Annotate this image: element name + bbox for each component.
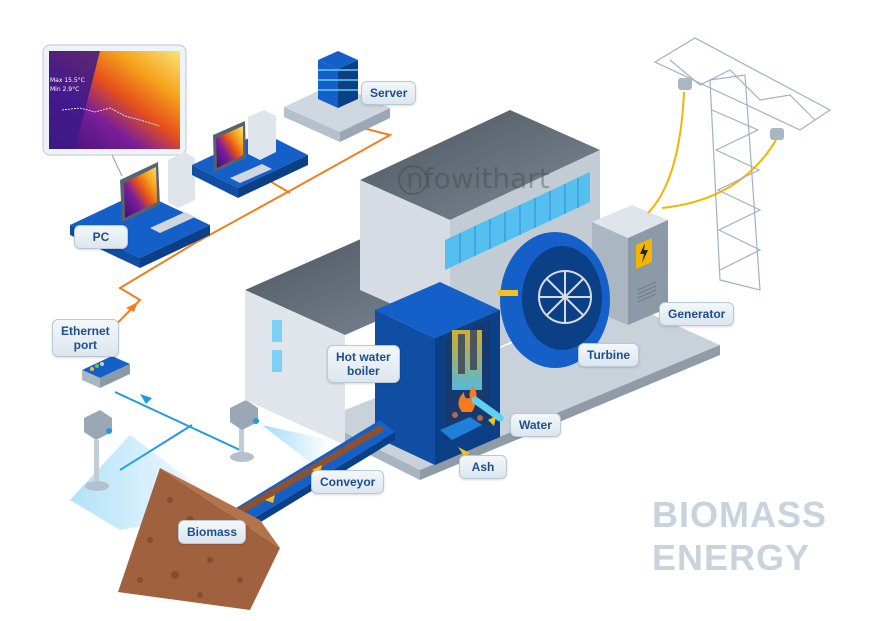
label-server: Server bbox=[361, 81, 417, 105]
camera-right bbox=[230, 400, 330, 470]
label-generator: Generator bbox=[659, 302, 735, 326]
label-conveyor: Conveyor bbox=[311, 470, 385, 494]
ash-tray bbox=[440, 417, 482, 456]
thermal-monitor-window bbox=[42, 44, 187, 177]
label-biomass: Biomass bbox=[178, 520, 247, 544]
label-turbine: Turbine bbox=[578, 343, 640, 367]
generator-cabinet bbox=[592, 205, 668, 325]
fire-icon bbox=[458, 386, 477, 412]
label-hot-water-boiler: Hot water boiler bbox=[327, 345, 400, 383]
pc-station bbox=[70, 152, 210, 268]
label-ash: Ash bbox=[459, 455, 507, 479]
lightning-icon bbox=[640, 243, 648, 263]
thermal-min: Min 2.9°C bbox=[50, 86, 80, 93]
insulators bbox=[678, 78, 784, 140]
title-line-1: BIOMASS bbox=[652, 494, 828, 535]
watermark-text: nfowithart bbox=[406, 162, 550, 195]
ethernet-device bbox=[82, 356, 130, 388]
pc-station-2 bbox=[192, 110, 308, 198]
title-line-2: ENERGY bbox=[652, 537, 811, 578]
label-ethernet-port: Ethernet port bbox=[52, 319, 119, 357]
label-pc: PC bbox=[74, 225, 128, 249]
power-cables bbox=[647, 91, 777, 214]
label-water: Water bbox=[510, 413, 561, 437]
thermal-max: Max 15.5°C bbox=[50, 77, 85, 84]
transmission-tower bbox=[653, 37, 832, 291]
server-rack bbox=[284, 51, 390, 142]
watermark: nfowithart bbox=[398, 162, 550, 195]
turbine-blades bbox=[538, 270, 592, 324]
turbine bbox=[498, 232, 610, 368]
water-pipe bbox=[471, 396, 504, 426]
